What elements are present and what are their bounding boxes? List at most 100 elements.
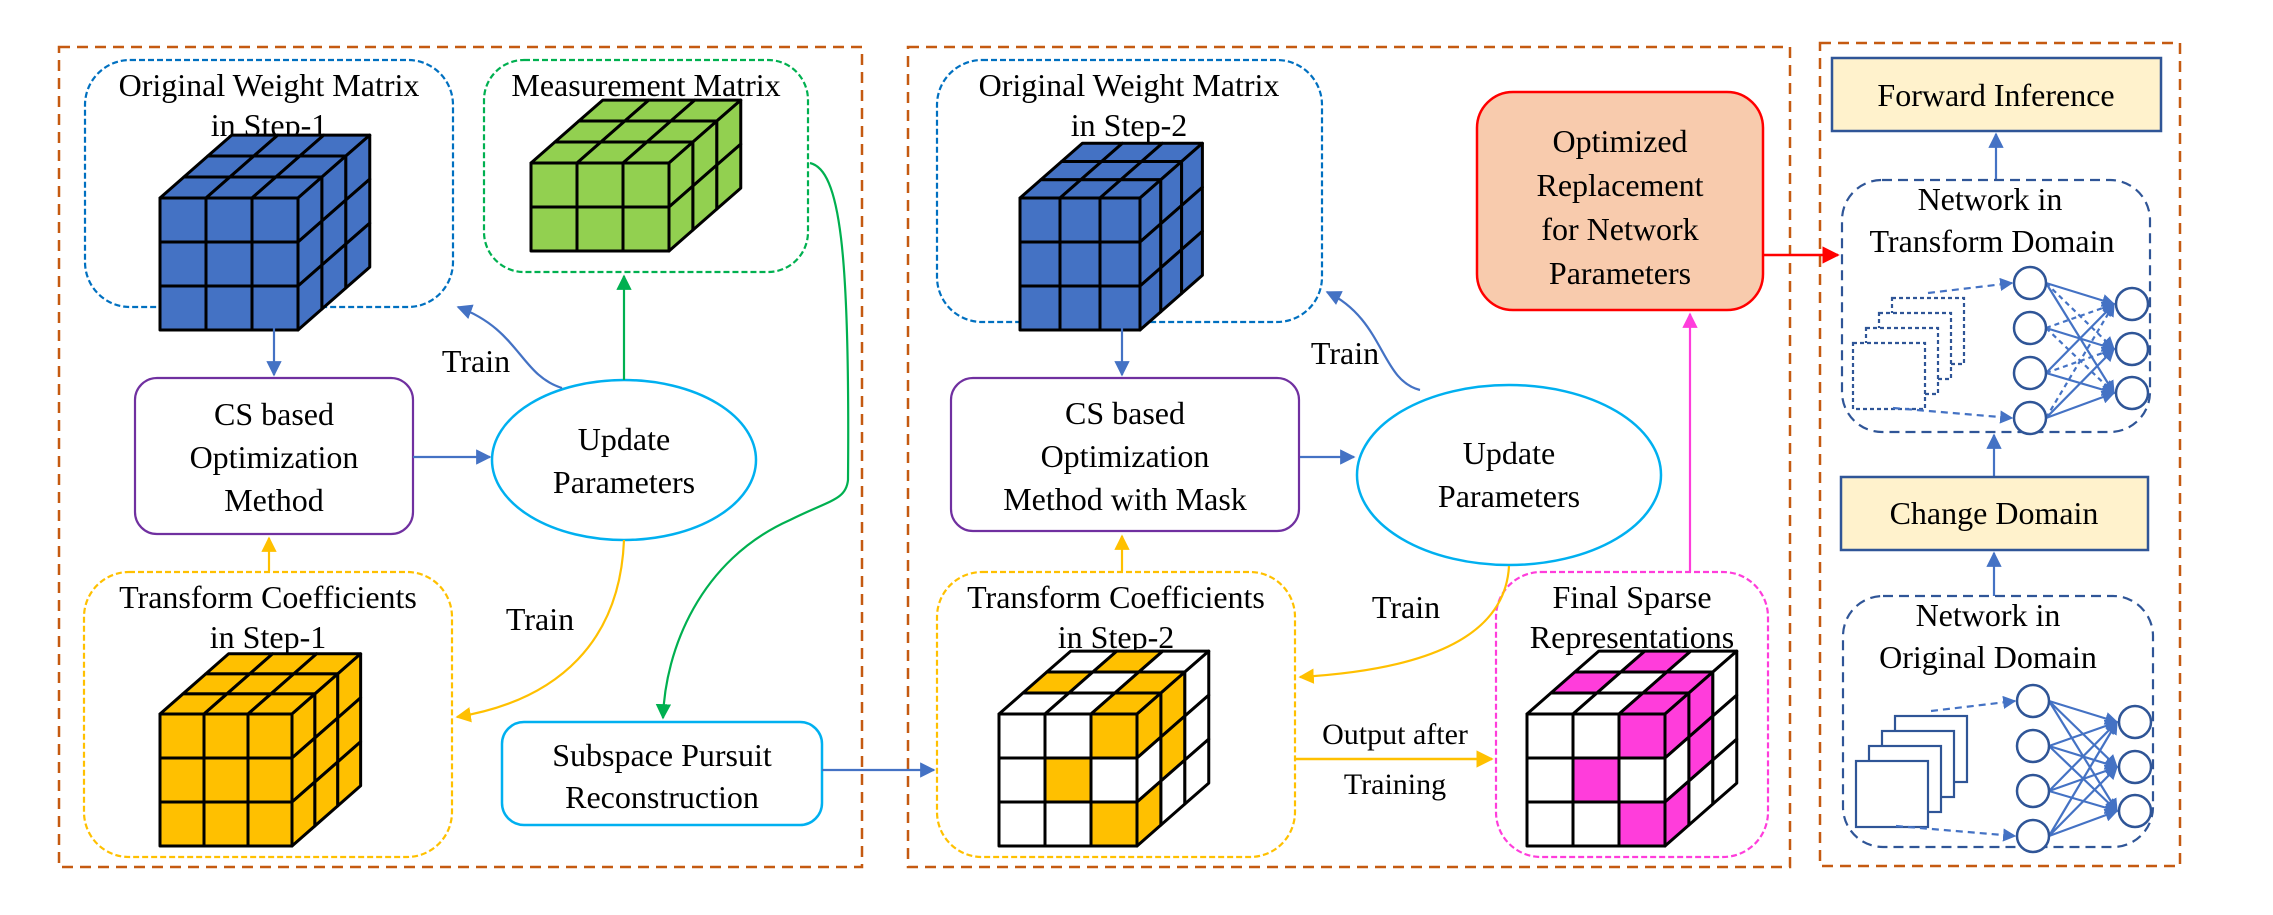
cube-front-cell	[158, 196, 208, 244]
step2-train-label-bottom: Train	[1372, 589, 1440, 625]
original-net-title-1: Network in	[1916, 597, 2061, 633]
step1-train-label-bottom: Train	[506, 601, 574, 637]
output-neuron-icon	[2114, 331, 2150, 367]
output-neuron-icon	[2114, 286, 2150, 322]
synapse-edge	[2045, 301, 2116, 330]
change-domain-label: Change Domain	[1890, 495, 2099, 531]
step1-coef-title-2: in Step-1	[210, 619, 326, 655]
map-to-neuron-arrow	[1895, 824, 2017, 842]
cube-front-cell	[1018, 196, 1062, 244]
cube-front-cell	[1098, 240, 1142, 288]
measurement-matrix-box: Measurement Matrix	[482, 58, 810, 274]
cube-front-cell	[575, 205, 625, 253]
cube-front-cell	[1058, 240, 1102, 288]
step1-coefficients-cube-icon	[158, 652, 363, 848]
cube-front-cell	[204, 284, 254, 332]
cube-front-cell	[246, 712, 294, 760]
cube-front-cell	[246, 800, 294, 848]
cube-front-cell	[1525, 800, 1575, 848]
step2-update-ellipse: Update Parameters	[1355, 383, 1663, 567]
cube-front-cell	[997, 712, 1047, 760]
synapse-edge	[2048, 699, 2119, 725]
deploy-frame	[1818, 41, 2182, 868]
step1-train-label-top: Train	[442, 343, 510, 379]
input-neuron-icon	[2012, 310, 2048, 346]
step2-weight-title-2: in Step-2	[1071, 107, 1187, 143]
cube-front-cell	[575, 161, 625, 209]
step2-weight-title-1: Original Weight Matrix	[979, 67, 1280, 103]
cube-front-cell	[529, 205, 579, 253]
step2-coefficients-box: Transform Coefficients in Step-2	[935, 570, 1297, 859]
cube-front-cell	[1089, 800, 1139, 848]
cube-front-cell	[1098, 284, 1142, 332]
cube-front-cell	[997, 756, 1047, 804]
step1-cs-line-3: Method	[224, 482, 324, 518]
cube-front-cell	[246, 756, 294, 804]
sparse-title-2: Representations	[1530, 619, 1734, 655]
step2-coef-title-2: in Step-2	[1058, 619, 1174, 655]
cube-front-cell	[1018, 240, 1062, 288]
synapse-edge	[2045, 302, 2115, 419]
arrow-update-train-coef-step2	[1298, 565, 1511, 684]
step1-cs-method-box: CS based Optimization Method	[133, 376, 415, 536]
synapse-edge	[2048, 808, 2119, 838]
cube-front-cell	[202, 712, 250, 760]
transform-domain-network-box: Network in Transform Domain	[1840, 178, 2152, 436]
cube-front-cell	[1058, 196, 1102, 244]
cube-front-cell	[1043, 800, 1093, 848]
map-to-neuron-arrow	[1892, 406, 2014, 424]
cube-front-cell	[202, 800, 250, 848]
cube-side-cell	[344, 221, 372, 290]
input-neuron-icon	[2012, 355, 2048, 391]
measurement-matrix-title: Measurement Matrix	[511, 67, 780, 103]
synapse-edge	[2048, 766, 2118, 837]
cube-front-cell	[158, 800, 206, 848]
step2-coef-title-1: Transform Coefficients	[967, 579, 1265, 615]
step2-cs-line-1: CS based	[1065, 395, 1185, 431]
input-neuron-icon	[2015, 773, 2051, 809]
arrow-update-train-coef-step1	[455, 539, 626, 723]
step1-coef-title-1: Transform Coefficients	[119, 579, 417, 615]
step2-update-line-1: Update	[1463, 435, 1555, 471]
cube-front-cell	[1525, 756, 1575, 804]
step1-weight-title-1: Original Weight Matrix	[119, 67, 420, 103]
step2-weight-matrix-box: Original Weight Matrix in Step-2	[935, 58, 1324, 332]
cube-front-cell	[158, 756, 206, 804]
step2-frame	[906, 45, 1792, 869]
cube-front-cell	[1098, 196, 1142, 244]
forward-inference-label: Forward Inference	[1877, 77, 2114, 113]
measurement-cube-icon	[529, 98, 743, 253]
cube-front-cell	[1043, 712, 1093, 760]
output-neuron-icon	[2117, 749, 2153, 785]
output-after-label-1: Output after	[1322, 718, 1468, 751]
step2-cs-line-3: Method with Mask	[1003, 481, 1247, 517]
original-net-title-2: Original Domain	[1879, 639, 2097, 675]
cube-front-cell	[1571, 712, 1621, 760]
subspace-pursuit-box: Subspace Pursuit Reconstruction	[500, 720, 824, 827]
original-net-icon	[1854, 683, 2153, 854]
cube-front-cell	[1043, 756, 1093, 804]
cube-front-cell	[204, 196, 254, 244]
step1-frame	[57, 45, 864, 869]
step1-weight-cube-icon	[158, 133, 372, 332]
synapse-edge	[2045, 390, 2116, 420]
cube-front-cell	[204, 240, 254, 288]
cube-side-cell	[1183, 737, 1211, 806]
cube-front-cell	[158, 712, 206, 760]
input-neuron-icon	[2015, 818, 2051, 854]
arrow-update-train-weight-step2	[1325, 291, 1421, 392]
cube-side-cell	[1711, 737, 1739, 806]
cube-front-cell	[529, 161, 579, 209]
cube-front-cell	[621, 161, 671, 209]
sparse-cube-icon	[1525, 649, 1739, 848]
step1-update-line-1: Update	[578, 421, 670, 457]
step2-cs-method-box: CS based Optimization Method with Mask	[949, 376, 1301, 533]
feature-map-icon	[1854, 759, 1930, 829]
input-neuron-icon	[2012, 400, 2048, 436]
arrow-measurement-to-subspace	[655, 161, 850, 720]
cube-front-cell	[250, 240, 300, 288]
output-after-label-2: Training	[1344, 768, 1446, 801]
output-neuron-icon	[2114, 375, 2150, 411]
output-neuron-icon	[2117, 793, 2153, 829]
